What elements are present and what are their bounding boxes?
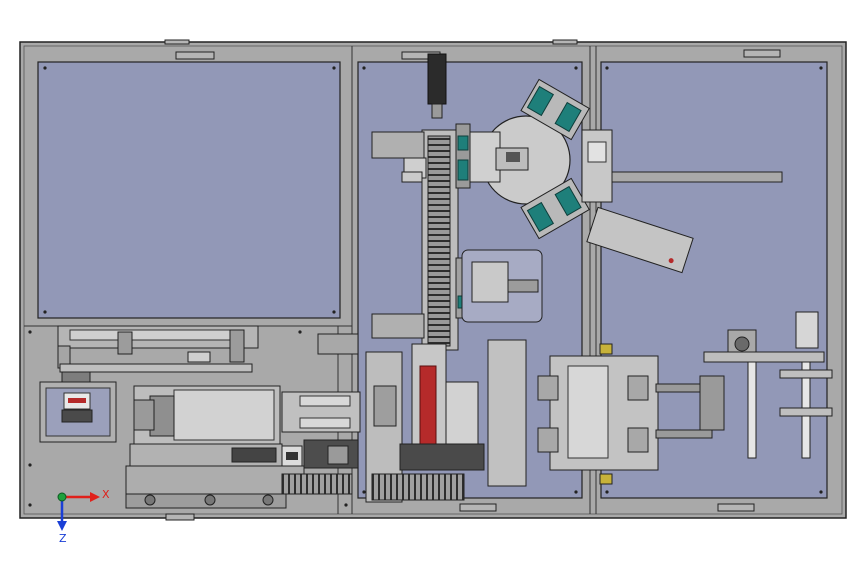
axis-triad: X Z — [57, 488, 110, 545]
z-axis-label: Z — [59, 532, 67, 545]
rotary-turntable — [469, 78, 783, 274]
middle-mechanism — [365, 249, 543, 503]
y-axis-origin — [57, 492, 67, 502]
vertical-conveyor — [371, 53, 471, 351]
top-mount-tabs — [164, 39, 781, 60]
bottom-mount-tabs — [165, 503, 755, 521]
base-frame-inner — [23, 45, 843, 515]
left-top-panel — [37, 61, 341, 319]
lower-left-module — [39, 325, 361, 509]
x-axis-label: X — [102, 488, 110, 501]
panel-bolts — [28, 66, 823, 507]
right-transfer-unit — [537, 311, 833, 485]
